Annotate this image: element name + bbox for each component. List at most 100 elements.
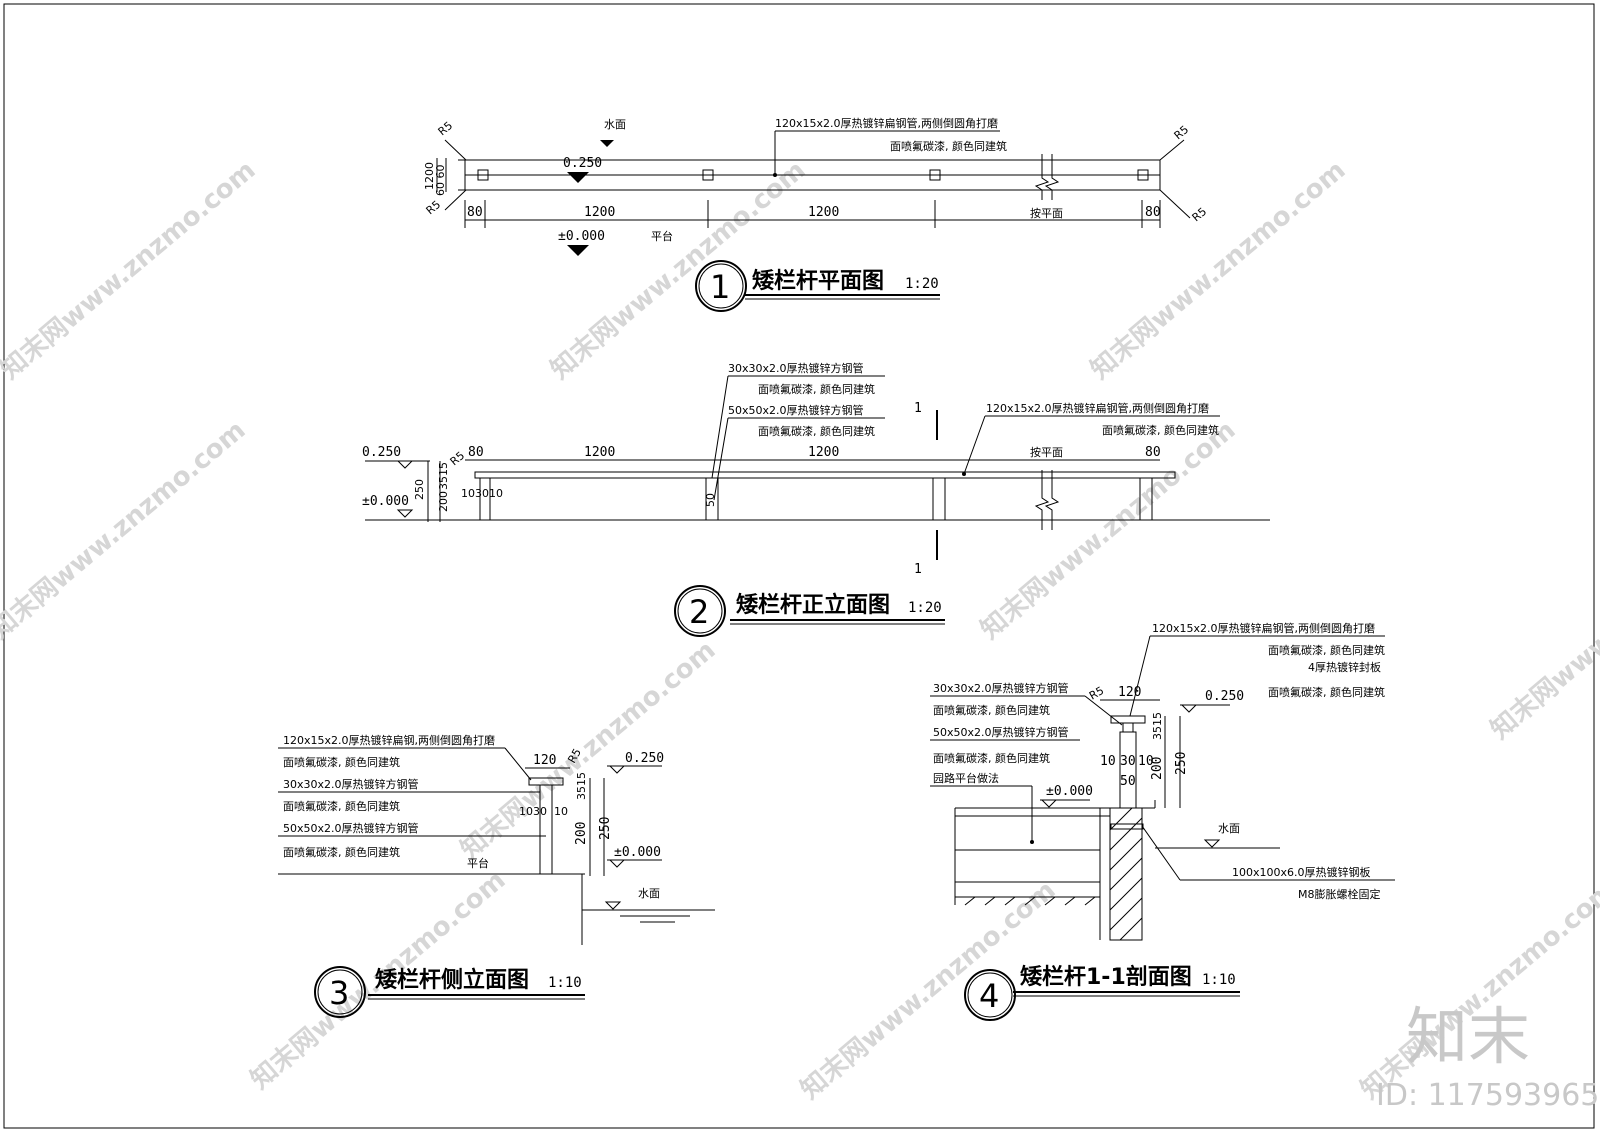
section-hatch — [964, 807, 1143, 941]
front-level-0250: 0.250 — [362, 445, 401, 460]
front-dim-1200-b: 1200 — [808, 445, 839, 460]
side-post — [539, 784, 553, 875]
plan-by-plan: 按平面 — [1030, 206, 1063, 220]
side-finish-2: 面喷氟碳漆, 颜色同建筑 — [283, 799, 400, 813]
front-post-4 — [1139, 477, 1153, 521]
front-cut-label-bottom: 1 — [914, 562, 922, 577]
section-plate100: 100x100x6.0厚热镀锌钢板 — [1232, 865, 1371, 879]
section-water: 水面 — [1218, 822, 1240, 835]
side-dim-250: 250 — [598, 817, 613, 840]
side-scale: 1:10 — [548, 975, 582, 991]
section-dim-250: 250 — [1174, 752, 1189, 775]
side-level-0250: 0.250 — [625, 751, 664, 766]
plan-pipe-label: 120x15x2.0厚热镀锌扁钢管,两侧倒圆角打磨 — [775, 116, 998, 130]
plan-r5-bl: R5 — [424, 198, 444, 217]
section-r5: R5 — [1087, 684, 1106, 703]
front-rail — [474, 471, 1176, 479]
front-post-1 — [479, 477, 491, 521]
side-dim-120: 120 — [533, 753, 556, 768]
watermark-7: 知末网www.znzmo.com — [1485, 515, 1600, 745]
front-finish-1: 面喷氟碳漆, 颜色同建筑 — [758, 382, 875, 396]
plan-level-zero: ±0.000 — [558, 229, 605, 244]
side-title: 矮栏杆侧立面图 — [375, 967, 529, 993]
section-scale: 1:10 — [1202, 972, 1236, 988]
side-elevation: 120x15x2.0厚热镀锌扁钢,两侧倒圆角打磨 面喷氟碳漆, 颜色同建筑 30… — [278, 733, 715, 1018]
front-dim-3515: 3515 — [437, 462, 450, 490]
section-finish-3: 面喷氟碳漆, 颜色同建筑 — [933, 703, 1050, 717]
section-dim-10b: 10 — [1138, 754, 1154, 769]
section-level-0250: 0.250 — [1205, 689, 1244, 704]
side-water: 水面 — [638, 887, 660, 900]
front-finish-2: 面喷氟碳漆, 颜色同建筑 — [758, 424, 875, 438]
section-dim-200: 200 — [1150, 757, 1165, 780]
front-finish-3: 面喷氟碳漆, 颜色同建筑 — [1102, 423, 1219, 437]
side-tube50-label: 50x50x2.0厚热镀锌方钢管 — [283, 821, 419, 835]
side-finish-1: 面喷氟碳漆, 颜色同建筑 — [283, 755, 400, 769]
side-level-zero: ±0.000 — [614, 845, 661, 860]
section-num: 4 — [979, 977, 999, 1015]
front-dim-103010: 103010 — [461, 487, 503, 500]
watermark-1: 知末网www.znzmo.com — [0, 155, 261, 385]
section-rail — [1110, 715, 1146, 724]
section-pipe-label: 120x15x2.0厚热镀锌扁钢管,两侧倒圆角打磨 — [1152, 621, 1375, 635]
plan-finish-label: 面喷氟碳漆, 颜色同建筑 — [890, 139, 1007, 153]
side-finish-3: 面喷氟碳漆, 颜色同建筑 — [283, 845, 400, 859]
front-num: 2 — [689, 593, 709, 631]
section-tube50-label: 50x50x2.0厚热镀锌方钢管 — [933, 725, 1069, 739]
front-pipe-label: 120x15x2.0厚热镀锌扁钢管,两侧倒圆角打磨 — [986, 401, 1209, 415]
front-level-zero: ±0.000 — [362, 494, 409, 509]
sheet-border — [3, 3, 1595, 1129]
plan-water-marker — [600, 140, 614, 147]
plan-num-circle — [695, 260, 747, 312]
plan-title: 矮栏杆平面图 — [752, 268, 884, 294]
plan-zero-marker — [567, 245, 589, 256]
watermark-9: 知末网www.znzmo.com — [795, 875, 1061, 1105]
front-dim-80-left: 80 — [468, 445, 484, 460]
front-dim-250: 250 — [413, 479, 426, 500]
section-finish-4: 面喷氟碳漆, 颜色同建筑 — [933, 751, 1050, 765]
plan-r5-br: R5 — [1190, 205, 1210, 224]
front-dim-50: 50 — [704, 493, 717, 507]
section-dim-120: 120 — [1118, 685, 1141, 700]
front-dim-200: 200 — [437, 491, 450, 512]
front-tube30-label: 30x30x2.0厚热镀锌方钢管 — [728, 361, 864, 375]
watermark-4: 知末网www.znzmo.com — [0, 415, 251, 645]
side-num-circle — [314, 966, 366, 1018]
front-r5: R5 — [448, 449, 468, 468]
section-base-plate — [1110, 823, 1144, 830]
plan-dim-1200-b: 1200 — [808, 205, 839, 220]
watermark-6: 知末网www.znzmo.com — [975, 415, 1241, 645]
plan-level-0250: 0.250 — [563, 156, 602, 171]
plan-post-4 — [1137, 169, 1149, 181]
section-dim-30: 30 — [1120, 754, 1136, 769]
plan-post-1 — [477, 169, 489, 181]
side-dim-10: 10 — [554, 805, 568, 818]
front-cut-label-top: 1 — [914, 401, 922, 416]
plan-level-marker — [567, 172, 589, 183]
side-dim-1030: 1030 — [519, 805, 547, 818]
side-platform: 平台 — [467, 856, 489, 870]
front-elevation: 1 1 R5 80 1200 1200 按平面 80 250 200 3515 … — [362, 361, 1270, 637]
section-tube30-label: 30x30x2.0厚热镀锌方钢管 — [933, 681, 1069, 695]
plan-r5-tl: R5 — [436, 119, 456, 138]
front-dim-1200-a: 1200 — [584, 445, 615, 460]
section-dim-50: 50 — [1120, 774, 1136, 789]
plan-scale: 1:20 — [905, 276, 939, 292]
side-dim-200: 200 — [574, 822, 589, 845]
plan-view: R5 R5 R5 R5 1200 60 60 80 1200 1200 按平面 … — [423, 116, 1210, 312]
section-title: 矮栏杆1-1剖面图 — [1020, 964, 1192, 990]
side-pipe-label: 120x15x2.0厚热镀锌扁钢,两侧倒圆角打磨 — [283, 733, 495, 747]
side-dim-3515: 3515 — [575, 772, 588, 800]
front-scale: 1:20 — [908, 600, 942, 616]
plan-dim-6060: 60 60 — [434, 165, 447, 197]
brand-logo: 知末 — [1406, 1000, 1530, 1073]
plan-post-3 — [929, 169, 941, 181]
section-dim-3515: 3515 — [1151, 712, 1164, 740]
section-num-circle — [964, 969, 1016, 1021]
side-r5: R5 — [565, 746, 584, 765]
front-dim-80-right: 80 — [1145, 445, 1161, 460]
section-bolt: M8膨胀螺栓固定 — [1298, 887, 1381, 901]
front-tube50-label: 50x50x2.0厚热镀锌方钢管 — [728, 403, 864, 417]
section-finish-1: 面喷氟碳漆, 颜色同建筑 — [1268, 643, 1385, 657]
